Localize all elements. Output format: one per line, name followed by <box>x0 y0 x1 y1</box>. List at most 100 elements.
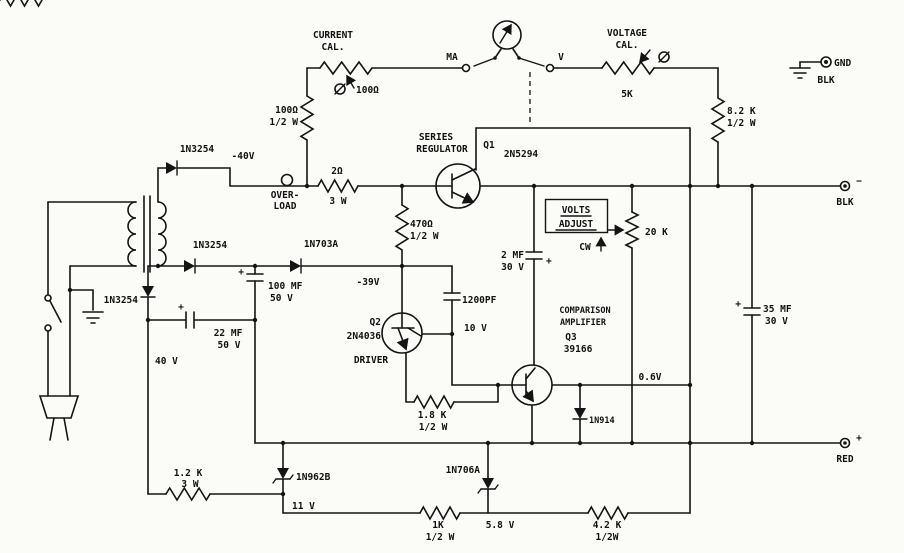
capacitor-100mf <box>246 273 264 282</box>
label-voltage-pot-value: 5K <box>621 89 633 100</box>
label-c100-plus: + <box>238 267 244 278</box>
label-r100-watt: 1/2 W <box>269 117 298 128</box>
label-gnd-wire: BLK <box>817 75 834 86</box>
blk-output-terminal[interactable] <box>839 180 851 192</box>
label-r42k-watt: 1/2W <box>596 532 619 543</box>
transistor-q3 <box>511 364 553 406</box>
overload-breaker <box>280 173 294 187</box>
label-0-6v: 0.6V <box>639 372 662 383</box>
label-blk: BLK <box>836 197 853 208</box>
capacitor-1200pf <box>443 292 461 301</box>
label-c2-volt: 30 V <box>501 262 524 273</box>
label-r42k-value: 4.2 K <box>593 520 622 531</box>
label-d706: 1N706A <box>446 465 481 476</box>
resistor-20k[interactable] <box>625 211 639 249</box>
label-r470-value: 470Ω <box>410 219 433 230</box>
resistor-100ohm <box>300 95 314 141</box>
resistor-2ohm <box>317 179 359 193</box>
capacitor-35mf <box>743 307 761 316</box>
label-r20k: 20 K <box>645 227 668 238</box>
label-d3: 1N3254 <box>104 295 139 306</box>
label-overload-1: OVER- <box>271 190 300 201</box>
diode-1n703a <box>289 258 302 274</box>
resistor-voltage-cal[interactable] <box>601 61 655 75</box>
label-gnd: GND <box>834 58 851 69</box>
label-q2-name: Q2 <box>370 317 381 328</box>
label-r1k-watt: 1/2 W <box>426 532 455 543</box>
diode-1n3254-mid <box>183 258 196 274</box>
labels: CURRENT CAL. 100Ω MA V VOLTAGE CAL. 5K G… <box>104 28 862 543</box>
diode-1n3254-left <box>140 285 156 298</box>
label-series-1: SERIES <box>419 132 454 143</box>
label-c22-value: 22 MF <box>214 328 243 339</box>
label-d962: 1N962B <box>296 472 331 483</box>
label-10v: 10 V <box>464 323 487 334</box>
label-c100-value: 100 MF <box>268 281 303 292</box>
label-c22-plus: + <box>178 302 184 313</box>
wires <box>47 61 841 514</box>
resistor-4-2k <box>587 506 629 520</box>
capacitor-22mf <box>185 311 195 329</box>
label-d914: 1N914 <box>589 416 615 426</box>
pot-current-cal[interactable] <box>319 61 373 95</box>
label-blk-sign: − <box>856 176 862 187</box>
label-40v: 40 V <box>155 356 178 367</box>
meter-selector-switch[interactable] <box>461 56 555 126</box>
label-cw: CW <box>579 242 591 253</box>
label-r2-watt: 3 W <box>329 196 346 207</box>
label-voltage-cal-2: CAL. <box>616 40 639 51</box>
label-minus39v: -39V <box>357 277 380 288</box>
label-r82k-watt: 1/2 W <box>727 118 756 129</box>
resistor-470ohm <box>395 204 409 251</box>
label-c100-volt: 50 V <box>270 293 293 304</box>
label-q3-name: Q3 <box>565 332 577 343</box>
label-11v: 11 V <box>292 501 315 512</box>
label-red-sign: + <box>856 433 862 444</box>
label-c2-plus: + <box>546 256 552 267</box>
label-r100-value: 100Ω <box>275 105 298 116</box>
junction-dots <box>67 183 755 497</box>
panel-meter <box>492 20 522 59</box>
resistor-1-8k <box>413 395 455 409</box>
label-r2-value: 2Ω <box>331 166 343 177</box>
label-minus40v: -40V <box>232 151 255 162</box>
capacitor-2mf <box>525 251 543 260</box>
pot-20k[interactable] <box>0 0 639 249</box>
ma-contact[interactable] <box>461 63 471 73</box>
transistor-q2 <box>381 312 423 354</box>
label-current-pot-value: 100Ω <box>356 85 379 96</box>
label-5-8v: 5.8 V <box>486 520 515 531</box>
transistor-q1 <box>435 163 481 209</box>
label-voltage-cal-1: VOLTAGE <box>607 28 647 39</box>
ground-symbol-secondary <box>82 311 104 324</box>
pot-voltage-cal[interactable] <box>601 49 670 75</box>
label-r82k-value: 8.2 K <box>727 106 756 117</box>
label-r470-watt: 1/2 W <box>410 231 439 242</box>
red-output-terminal[interactable] <box>839 437 851 449</box>
label-d2: 1N3254 <box>193 240 228 251</box>
label-current-cal-1: CURRENT <box>313 30 353 41</box>
gnd-terminal[interactable] <box>820 56 832 68</box>
label-c35-plus: + <box>735 299 741 310</box>
diode-1n914 <box>572 407 588 420</box>
label-r1k-value: 1K <box>432 520 444 531</box>
resistor-current-cal[interactable] <box>319 61 373 75</box>
label-c22-volt: 50 V <box>218 340 241 351</box>
power-switch[interactable] <box>44 294 62 332</box>
label-r12-value: 1.2 K <box>174 468 203 479</box>
label-r12-watt: 3 W <box>181 479 198 490</box>
transformer <box>127 195 167 273</box>
label-q3-part: 39166 <box>564 344 593 355</box>
label-series-2: REGULATOR <box>416 144 468 155</box>
volts-adjust-box <box>544 198 609 252</box>
resistor-8-2k <box>711 97 725 143</box>
label-d703: 1N703A <box>304 239 339 250</box>
v-contact[interactable] <box>545 63 555 73</box>
label-r18-value: 1.8 K <box>418 410 447 421</box>
label-q2-part: 2N4036 <box>347 331 382 342</box>
line-plug <box>38 395 80 441</box>
label-overload-2: LOAD <box>274 201 297 212</box>
label-c2-value: 2 MF <box>501 250 524 261</box>
